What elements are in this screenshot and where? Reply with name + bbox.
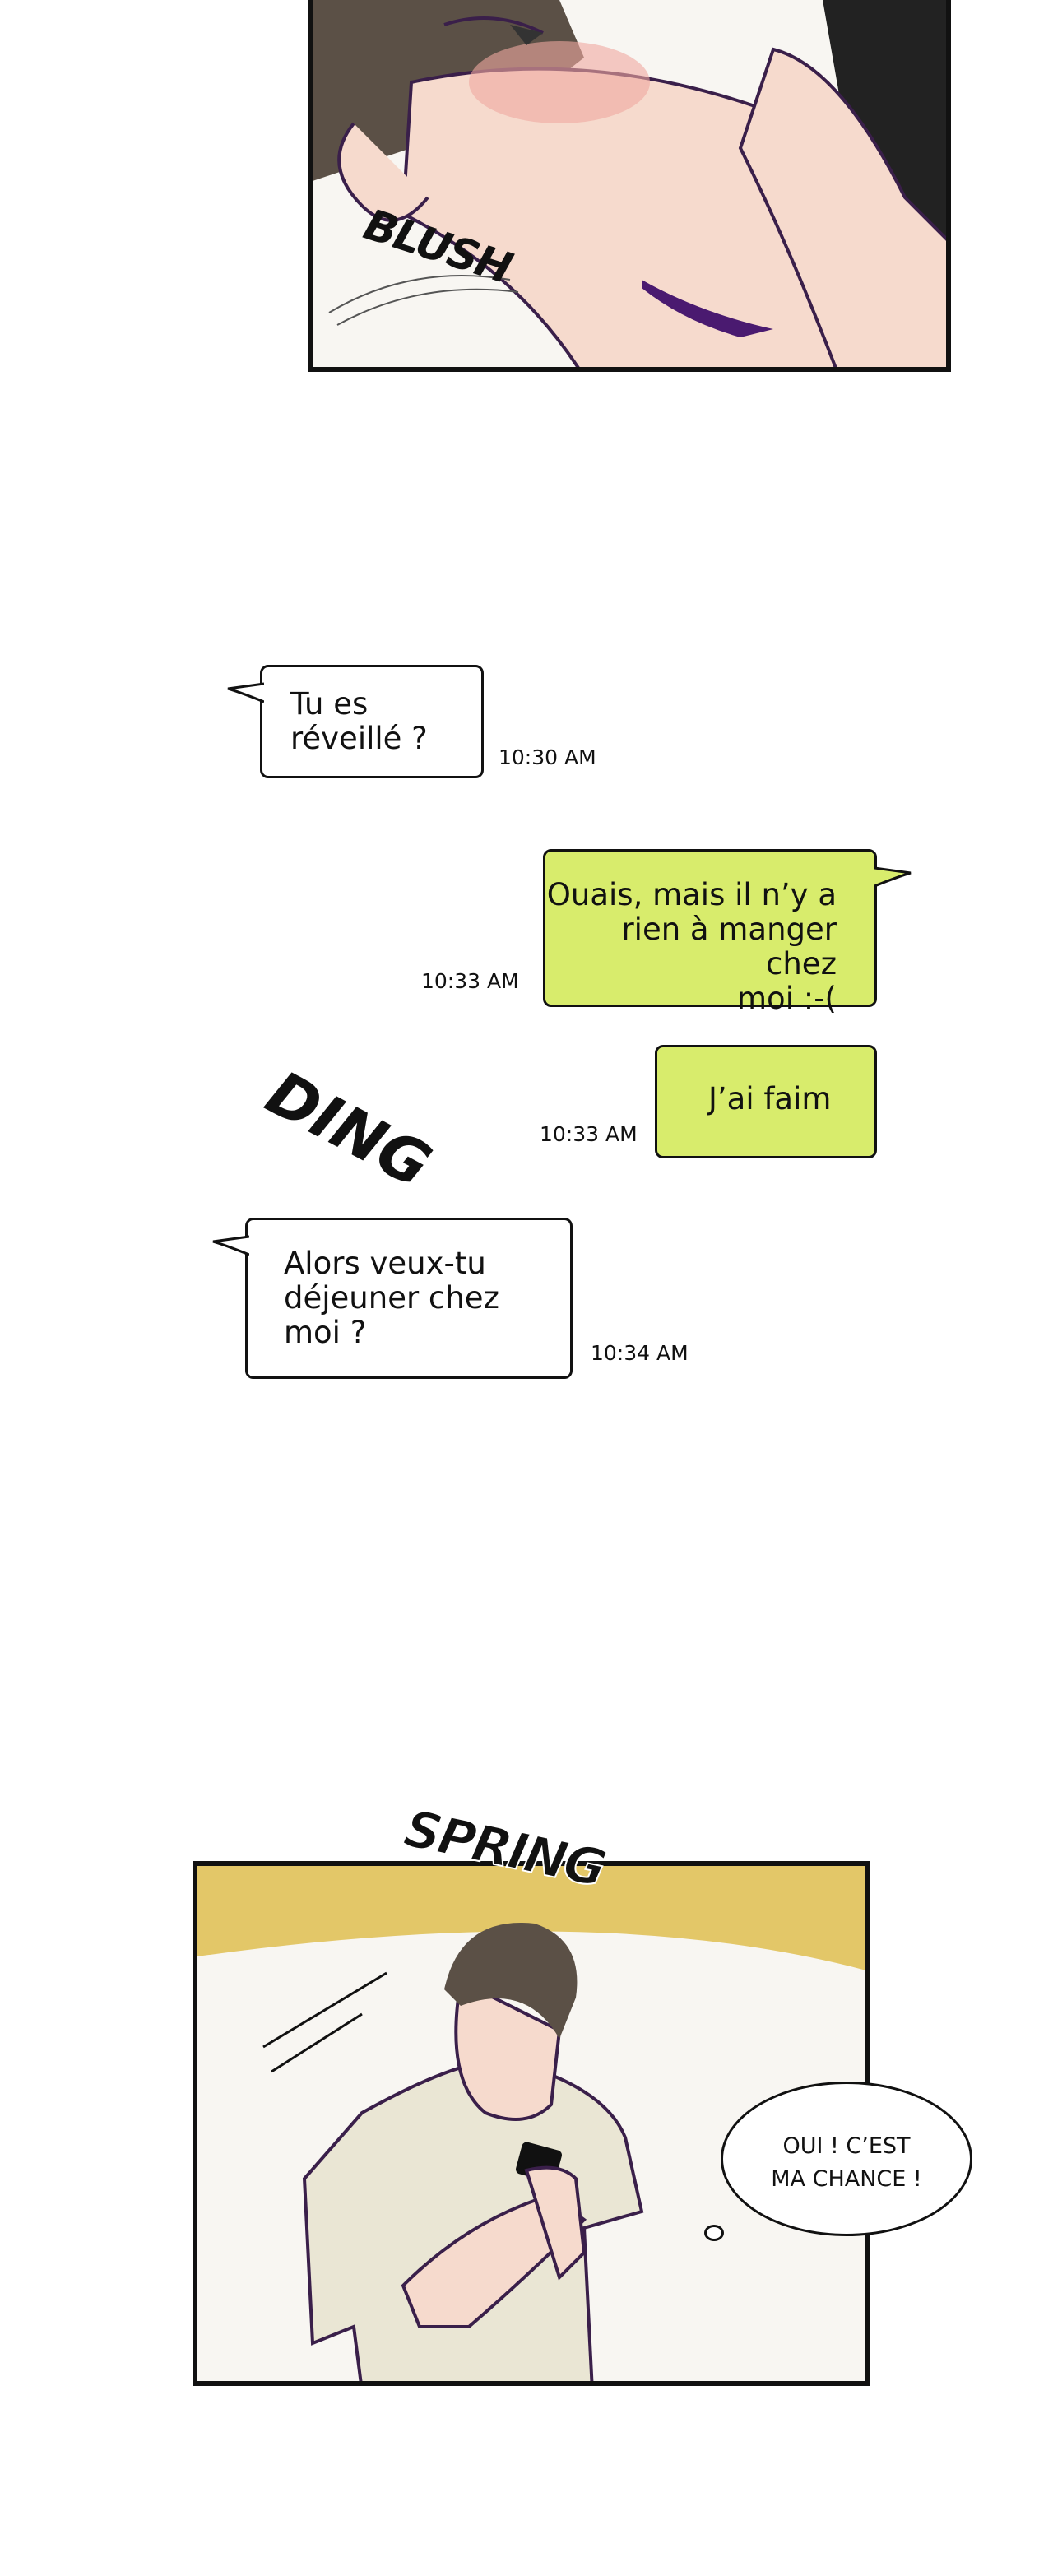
thought-line: OUI ! C’EST xyxy=(782,2133,911,2159)
sfx-ding: DING xyxy=(255,1057,443,1202)
bubble-tail xyxy=(874,866,912,888)
message-line: réveillé ? xyxy=(290,721,428,756)
message-time: 10:33 AM xyxy=(540,1122,638,1146)
bubble-tail xyxy=(212,1235,249,1256)
message-line: moi ? xyxy=(284,1315,367,1350)
message-bubble-received: Tu es réveillé ? xyxy=(227,665,484,778)
message-line: moi :-( xyxy=(737,981,837,1016)
message-line: Alors veux-tu xyxy=(284,1246,486,1281)
message-time: 10:33 AM xyxy=(421,969,519,993)
message-line: J’ai faim xyxy=(708,1081,832,1116)
message-line: déjeuner chez xyxy=(284,1280,499,1316)
bubble-tail xyxy=(227,682,264,703)
message-bubble-received: Alors veux-tu déjeuner chez moi ? xyxy=(212,1218,573,1379)
message-line: Tu es xyxy=(290,686,369,722)
message-line: Ouais, mais il n’y a xyxy=(546,877,837,912)
thought-line: MA CHANCE ! xyxy=(771,2166,922,2192)
blushing-character-illustration xyxy=(313,0,946,367)
message-line: rien à manger chez xyxy=(621,912,837,982)
panel-blush: BLUSH xyxy=(308,0,951,372)
character-with-phone-illustration xyxy=(197,1866,865,2381)
thought-bubble: OUI ! C’EST MA CHANCE ! xyxy=(721,2082,972,2236)
message-bubble-sent: Ouais, mais il n’y a rien à manger chez … xyxy=(543,849,912,1016)
message-time: 10:30 AM xyxy=(499,745,596,769)
message-bubble-sent: J’ai faim xyxy=(655,1045,877,1158)
message-time: 10:34 AM xyxy=(591,1341,689,1365)
thought-dot xyxy=(704,2225,724,2241)
